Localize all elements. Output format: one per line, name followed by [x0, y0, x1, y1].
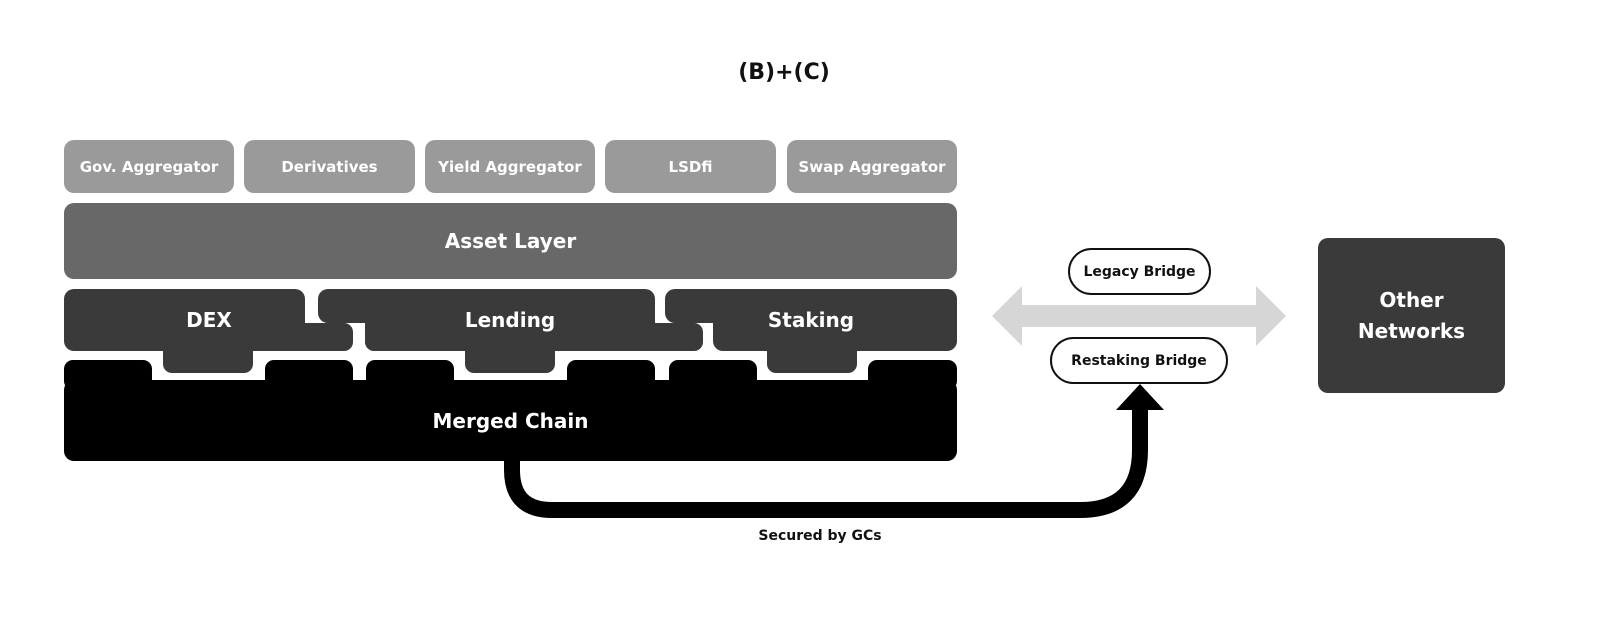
staking-shape — [665, 289, 957, 373]
merged-chain-label: Merged Chain — [432, 409, 589, 433]
secured-by-label: Secured by GCs — [758, 528, 882, 544]
merged-chain-shape — [64, 360, 957, 461]
lsdfi-box: LSDfi — [605, 140, 776, 193]
dex-shape — [64, 289, 353, 373]
restaking-bridge-pill: Restaking Bridge — [1050, 337, 1228, 384]
derivatives-box: Derivatives — [244, 140, 415, 193]
bridge-double-arrow — [992, 286, 1286, 346]
security-link-arrow — [504, 405, 1148, 518]
swap-aggregator-box: Swap Aggregator — [787, 140, 957, 193]
security-link-arrowhead — [1116, 384, 1164, 410]
yield-aggregator-box: Yield Aggregator — [425, 140, 595, 193]
dex-label: DEX — [186, 308, 232, 332]
diagram-title: (B)+(C) — [738, 60, 830, 85]
lending-label: Lending — [464, 308, 556, 332]
asset-layer-box: Asset Layer — [64, 203, 957, 279]
legacy-bridge-pill: Legacy Bridge — [1068, 248, 1211, 295]
gov-aggregator-box: Gov. Aggregator — [64, 140, 234, 193]
other-networks-box: Other Networks — [1318, 238, 1505, 393]
staking-label: Staking — [767, 308, 855, 332]
lending-shape — [318, 289, 703, 373]
